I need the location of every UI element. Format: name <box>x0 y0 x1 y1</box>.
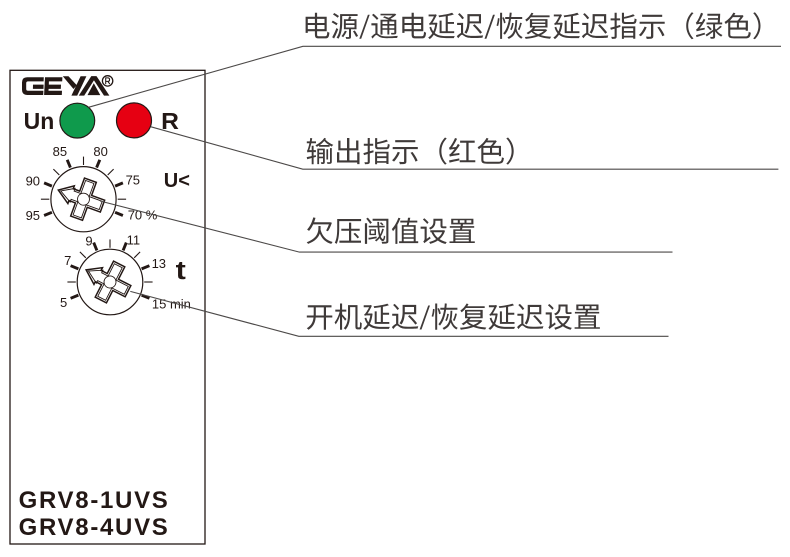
svg-text:U<: U< <box>164 170 190 192</box>
svg-text:9: 9 <box>85 233 92 248</box>
svg-text:t: t <box>176 257 187 285</box>
svg-text:7: 7 <box>64 253 71 268</box>
svg-text:90: 90 <box>26 174 40 189</box>
svg-text:70 %: 70 % <box>128 207 158 222</box>
svg-text:R: R <box>161 108 179 134</box>
svg-text:75: 75 <box>126 173 140 188</box>
svg-text:GRV8-4UVS: GRV8-4UVS <box>19 514 170 541</box>
svg-text:15 min: 15 min <box>152 297 191 312</box>
svg-text:GRV8-1UVS: GRV8-1UVS <box>19 487 170 514</box>
svg-text:80: 80 <box>93 144 107 159</box>
svg-text:Un: Un <box>24 108 55 134</box>
svg-text:85: 85 <box>53 144 67 159</box>
svg-text:95: 95 <box>26 208 40 223</box>
svg-text:13: 13 <box>152 256 166 271</box>
svg-text:5: 5 <box>60 295 67 310</box>
svg-text:11: 11 <box>127 232 141 247</box>
